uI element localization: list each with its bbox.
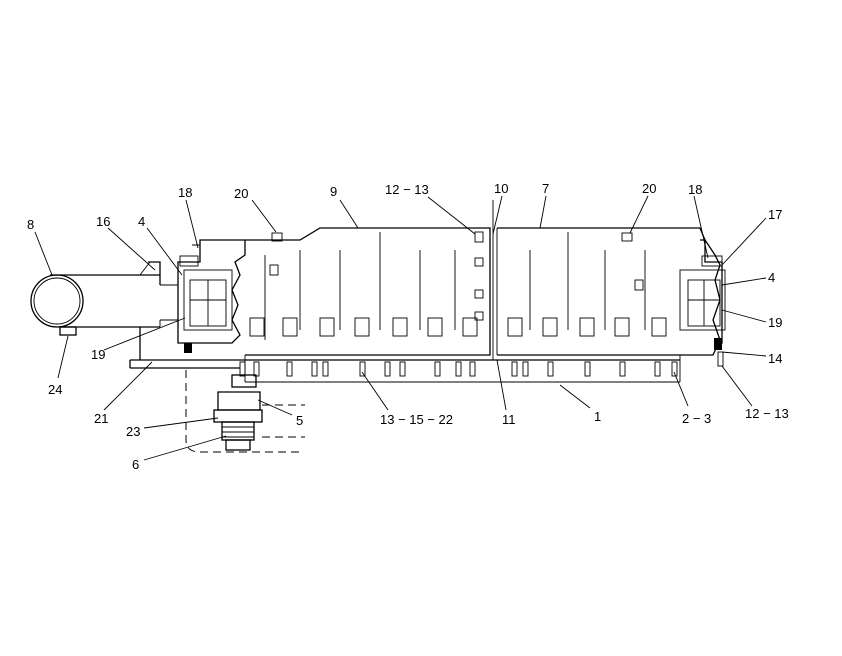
callout-24: 24 xyxy=(48,382,62,397)
callout-17: 17 xyxy=(768,207,782,222)
callout-12-13-top: 12 − 13 xyxy=(385,182,429,197)
callout-19-right: 19 xyxy=(768,315,782,330)
studs xyxy=(239,351,724,377)
callout-20-left: 20 xyxy=(234,186,248,201)
callout-23: 23 xyxy=(126,424,140,439)
valve-assembly xyxy=(213,374,263,451)
callout-5: 5 xyxy=(296,413,303,428)
callout-21: 21 xyxy=(94,411,108,426)
callout-14: 14 xyxy=(768,351,782,366)
callout-6: 6 xyxy=(132,457,139,472)
callout-18-left: 18 xyxy=(178,185,192,200)
callout-20-right: 20 xyxy=(642,181,656,196)
callout-13-15-22: 13 − 15 − 22 xyxy=(380,412,453,427)
leader-lines xyxy=(34,195,767,461)
callout-7: 7 xyxy=(542,181,549,196)
callout-8: 8 xyxy=(27,217,34,232)
callout-16: 16 xyxy=(96,214,110,229)
bottom-plate xyxy=(129,351,724,383)
callout-11: 11 xyxy=(502,412,516,427)
callout-10: 10 xyxy=(494,181,508,196)
callout-19-left: 19 xyxy=(91,347,105,362)
callout-labels: 8 16 4 18 20 9 12 − 13 10 7 20 18 17 4 1… xyxy=(27,181,789,472)
callout-18-right: 18 xyxy=(688,182,702,197)
callout-2-3: 2 − 3 xyxy=(682,411,711,426)
tube-assembly xyxy=(30,261,178,360)
callout-1: 1 xyxy=(594,409,601,424)
callout-12-13-bottom: 12 − 13 xyxy=(745,406,789,421)
left-end-housing xyxy=(177,239,246,353)
callout-9: 9 xyxy=(330,184,337,199)
callout-4-left: 4 xyxy=(138,214,145,229)
callout-4-right: 4 xyxy=(768,270,775,285)
main-body xyxy=(245,200,721,360)
